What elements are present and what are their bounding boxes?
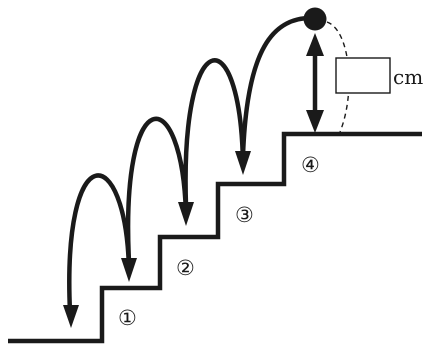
unit-label: cm: [393, 65, 423, 89]
arrowhead-4: [235, 151, 251, 175]
step-label-3: ③: [235, 203, 254, 227]
bounce-arc-1: [69, 175, 129, 312]
step-label-1: ①: [118, 306, 137, 330]
step-label-2: ②: [176, 256, 195, 280]
step-label-4: ④: [301, 153, 320, 177]
arrowhead-1: [63, 305, 79, 328]
height-arrow-bottom-icon: [306, 110, 324, 133]
arrowhead-2: [121, 258, 137, 282]
arrowhead-3: [178, 202, 194, 226]
height-arrow-top-icon: [306, 33, 324, 56]
bounce-arc-2: [128, 119, 186, 262]
answer-blank-box: [336, 58, 390, 93]
ball: [304, 8, 327, 31]
